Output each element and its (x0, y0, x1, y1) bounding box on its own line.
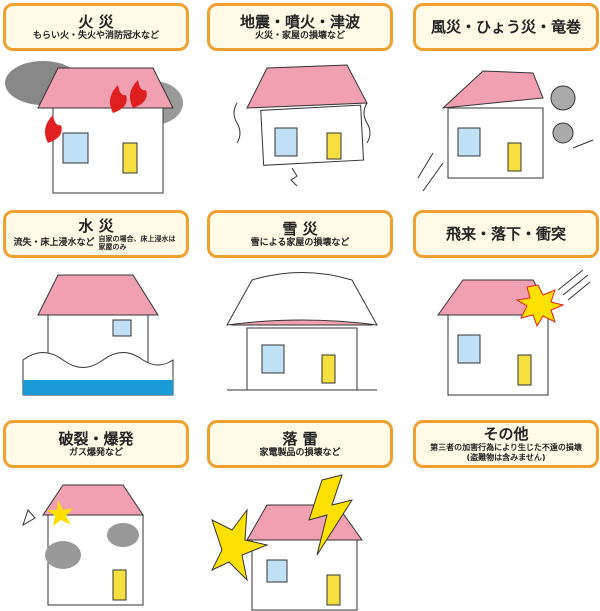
category-card: 火 災 もらい火・失火や消防冠水など (3, 3, 189, 51)
category-card: 水 災 流失・床上浸水など 自家の場合、床上浸水は家屋のみ (3, 210, 189, 258)
category-flood: 水 災 流失・床上浸水など 自家の場合、床上浸水は家屋のみ (3, 210, 189, 410)
category-title: 落 雷 (282, 429, 318, 448)
category-earthquake: 地震・噴火・津波 火災・家屋の損壊など (207, 3, 393, 203)
wind-house-illustration (417, 70, 594, 192)
category-title: その他 (483, 425, 529, 443)
lightning-house-illustration (210, 474, 363, 611)
collision-house-illustration (437, 269, 591, 396)
category-collision: 飛来・落下・衝突 (413, 210, 599, 410)
category-wind: 風災・ひょう災・竜巻 (413, 3, 599, 203)
flood-house-illustration (22, 274, 174, 396)
impact-icon (515, 284, 565, 328)
category-explosion: 破裂・爆発 ガス爆発など (3, 420, 189, 611)
category-lightning: 落 雷 家電製品の損壊など (207, 420, 393, 611)
category-title: 風災・ひょう災・竜巻 (430, 18, 581, 36)
category-title: 火 災 (78, 12, 114, 31)
category-subtitle: 流失・床上浸水など (13, 237, 95, 248)
category-card: 落 雷 家電製品の損壊など (207, 420, 393, 468)
category-subtitle: ガス爆発など (68, 447, 123, 458)
fire-house-illustration (5, 61, 183, 194)
category-card: 風災・ひょう災・竜巻 (413, 3, 599, 51)
earthquake-house-illustration (233, 64, 371, 187)
category-title: 破裂・爆発 (58, 429, 134, 448)
category-subtitle: 家電製品の損壊など (259, 447, 341, 458)
spark-icon (47, 500, 73, 526)
water (23, 380, 173, 395)
flame-icon (109, 85, 127, 113)
category-card: 雪 災 雪による家屋の損壊など (207, 210, 393, 258)
category-card: 飛来・落下・衝突 (413, 210, 599, 258)
category-subtitle: 雪による家屋の損壊など (250, 237, 350, 248)
category-card: 地震・噴火・津波 火災・家屋の損壊など (207, 3, 393, 51)
flame-icon (44, 115, 62, 143)
category-subtitle: もらい火・失火や消防冠水など (32, 30, 159, 41)
category-subtitle-note: (盗難物は含みません) (466, 453, 546, 462)
category-title: 地震・噴火・津波 (239, 12, 360, 31)
category-title: 雪 災 (282, 219, 318, 238)
category-card: 破裂・爆発 ガス爆発など (3, 420, 189, 468)
category-note: 自家の場合、床上浸水は家屋のみ (98, 235, 176, 251)
category-subtitle: 第三者の加害行為により生じた不遠の損壊 (430, 443, 582, 452)
category-card: その他 第三者の加害行為により生じた不遠の損壊 (盗難物は含みません) (413, 420, 599, 468)
explosion-house-illustration (22, 484, 144, 606)
flame-icon (129, 80, 147, 108)
category-title: 飛来・落下・衝突 (445, 225, 566, 243)
lightning-bolt-icon (308, 474, 354, 556)
category-title: 水 災 (78, 217, 114, 235)
snow-house-illustration (226, 272, 378, 391)
category-fire: 火 災 もらい火・失火や消防冠水など (3, 3, 189, 203)
flash-icon (210, 508, 269, 582)
category-other: その他 第三者の加害行為により生じた不遠の損壊 (盗難物は含みません) (413, 420, 599, 611)
category-snow: 雪 災 雪による家屋の損壊など (207, 210, 393, 410)
category-subtitle: 火災・家屋の損壊など (254, 30, 345, 41)
